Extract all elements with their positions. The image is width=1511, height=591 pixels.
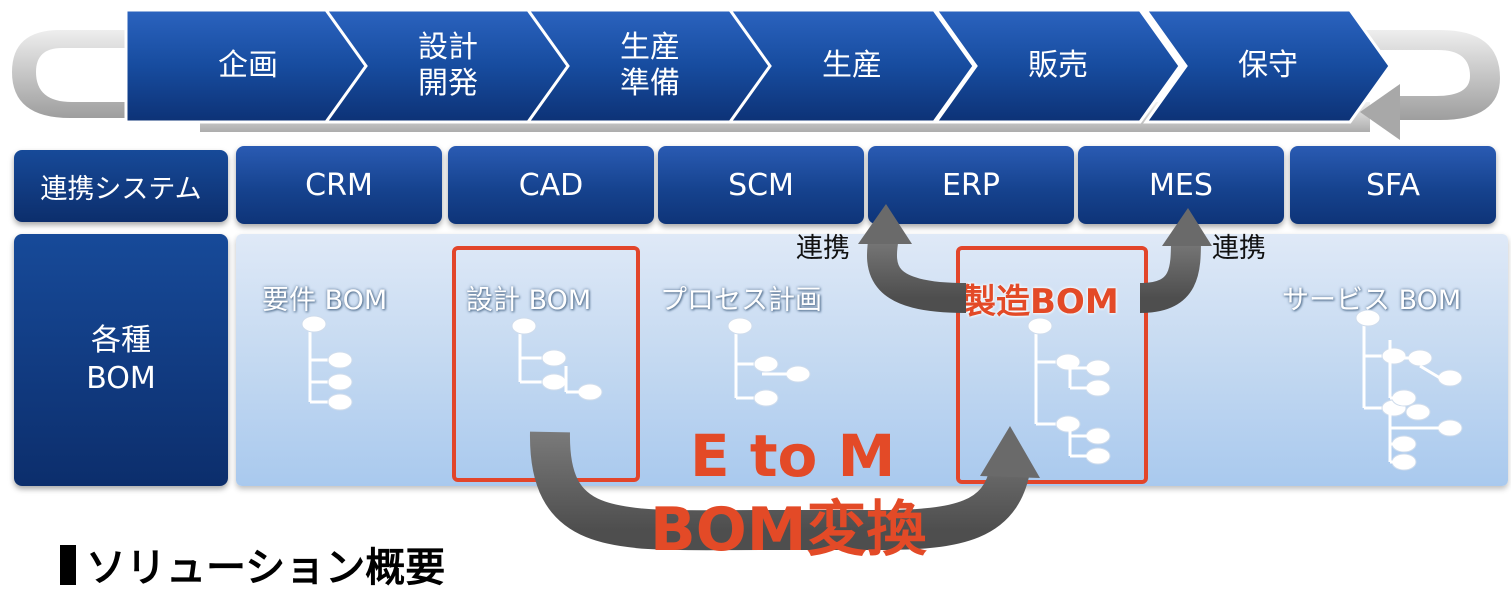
system-tile-label: MES — [1149, 167, 1213, 203]
bom-title-process-plan: プロセス計画 — [660, 285, 822, 316]
process-stage-label: 生産 準備 — [620, 30, 680, 101]
erp-link-arrow — [867, 233, 967, 313]
process-stage-label: 生産 — [822, 48, 882, 83]
section-heading-bar — [60, 545, 76, 585]
process-stage-label: 販売 — [1028, 48, 1088, 83]
conversion-arrow — [529, 431, 1030, 551]
process-chevron — [727, 8, 976, 124]
conversion-arrowhead — [980, 426, 1040, 478]
process-chevrons — [124, 8, 1392, 124]
system-tile-label: CRM — [305, 167, 373, 203]
system-tile: SCM — [658, 146, 864, 224]
process-stage-label: 企画 — [218, 48, 278, 83]
flow-arrows — [529, 204, 1212, 551]
mes-link-arrow — [1139, 237, 1201, 313]
system-tile: CRM — [236, 146, 442, 224]
system-tile: SFA — [1290, 146, 1496, 224]
manufacturing-bom-highlight — [956, 246, 1148, 484]
system-tile-label: SCM — [728, 167, 794, 203]
section-heading: ソリューション概要 — [86, 545, 446, 591]
bom-row-label: 各種 BOM — [14, 234, 228, 486]
systems-row-label: 連携システム — [14, 150, 228, 222]
system-tile: CAD — [448, 146, 654, 224]
bom-title-design: 設計 BOM — [466, 285, 592, 316]
system-tile-label: CAD — [518, 167, 584, 203]
conversion-line-2: BOM変換 — [650, 495, 927, 565]
process-chevron — [1143, 8, 1392, 124]
system-tile: ERP — [868, 146, 1074, 224]
process-stage-label: 保守 — [1238, 48, 1298, 83]
mes-link-label: 連携 — [1212, 233, 1266, 264]
bom-title-manufacturing: 製造BOM — [962, 282, 1119, 322]
bom-overview-diagram: 企画 設計 開発 生産 準備 生産 販売 保守 連携システム CRM CAD SCM ERP ME… — [12, 8, 1508, 588]
bom-title-requirements: 要件 BOM — [262, 285, 388, 316]
conversion-line-1: E to M — [690, 422, 896, 490]
erp-link-arrowhead — [858, 204, 912, 244]
erp-link-label: 連携 — [796, 233, 850, 264]
process-stage-label: 設計 開発 — [418, 30, 478, 101]
process-chevron — [933, 8, 1182, 124]
system-tile-label: SFA — [1365, 167, 1421, 203]
system-tile-label: ERP — [942, 167, 1000, 203]
mes-link-arrowhead — [1162, 208, 1212, 246]
systems-row-label-text: 連携システム — [40, 173, 202, 205]
system-tile: MES — [1078, 146, 1284, 224]
bom-row-label-text: 各種 BOM — [86, 323, 156, 396]
